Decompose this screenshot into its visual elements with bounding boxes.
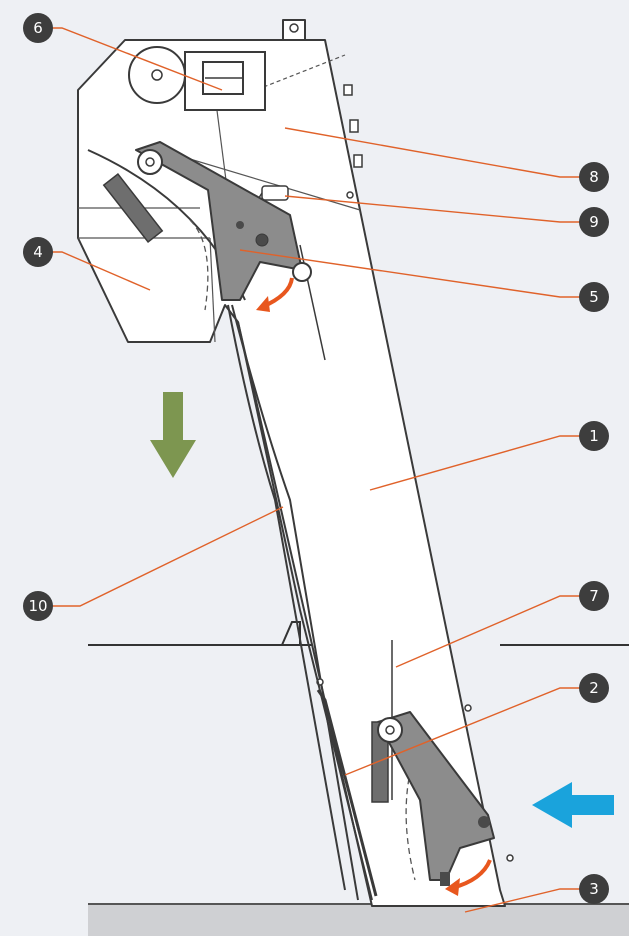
upper-scraper-arm: [102, 141, 312, 301]
upper-blade: [102, 173, 164, 243]
callout-label: 1: [589, 427, 599, 445]
leader-5: [239, 249, 580, 298]
callout-label: 9: [589, 213, 599, 231]
motor-hub: [151, 69, 163, 81]
leader-9: [284, 195, 580, 223]
leader-2: [344, 687, 580, 776]
callout-label: 8: [589, 168, 599, 186]
callout-label: 4: [33, 243, 43, 261]
callout-9: 9: [579, 207, 609, 237]
curved-arrow-head-lower: [445, 878, 460, 896]
upper-arm-plate: [135, 141, 303, 301]
callout-label: 3: [589, 880, 599, 898]
callout-2: 2: [579, 673, 609, 703]
callout-label: 2: [589, 679, 599, 697]
callout-1: 1: [579, 421, 609, 451]
callout-10: 10: [23, 591, 53, 621]
machine-housing: [77, 19, 506, 907]
upper-frame: [77, 39, 506, 907]
lower-scraper-arm: [371, 711, 495, 886]
curved-arrow-head-upper: [256, 296, 270, 312]
leader-10: [52, 506, 284, 607]
callout-label: 6: [33, 19, 43, 37]
leader-6: [52, 27, 223, 91]
callout-7: 7: [579, 581, 609, 611]
callout-label: 7: [589, 587, 599, 605]
lower-arm-plate: [377, 711, 495, 881]
arrow-left-icon: [532, 782, 614, 828]
front-screen-plate: [237, 321, 373, 901]
callout-4: 4: [23, 237, 53, 267]
base-screen-plate: [316, 689, 378, 897]
callout-label: 5: [589, 288, 599, 306]
leader-4: [52, 251, 151, 291]
mounting-tab: [282, 19, 306, 41]
upper-roller: [292, 262, 312, 282]
drive-motor: [128, 46, 266, 111]
leader-8: [284, 127, 580, 178]
leader-3: [464, 888, 580, 913]
callout-5: 5: [579, 282, 609, 312]
callout-8: 8: [579, 162, 609, 192]
arrow-down-icon: [150, 392, 196, 478]
callout-6: 6: [23, 13, 53, 43]
leader-lines: [52, 27, 580, 913]
side-fittings: [316, 84, 514, 862]
callout-3: 3: [579, 874, 609, 904]
channel-floor: [88, 904, 629, 936]
tab-hole: [289, 23, 299, 33]
leader-1: [369, 435, 580, 491]
leader-7: [395, 595, 580, 668]
callout-label: 10: [28, 597, 47, 615]
